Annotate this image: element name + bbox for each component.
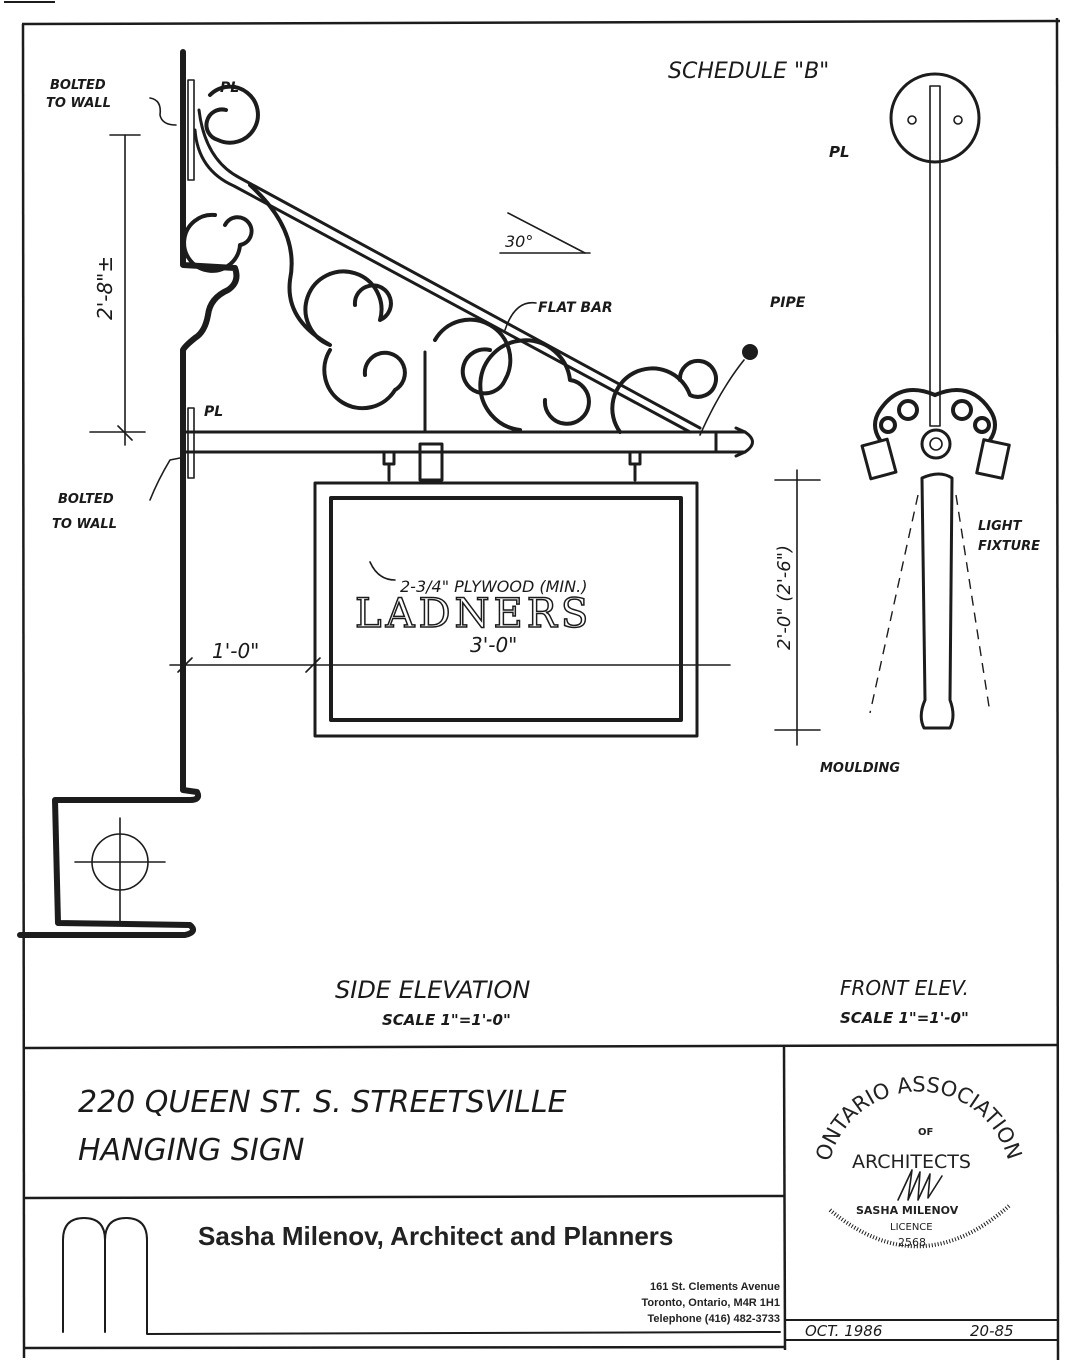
plywood-note: 2-3/4" PLYWOOD (MIN.) [400,577,587,596]
seal-architects: ARCHITECTS [852,1151,971,1173]
leader-arrow-icon [149,457,181,501]
drawing-number: 20-85 [970,1322,1014,1340]
flat-bar-label: FLAT BAR [538,300,613,316]
signature [897,1169,943,1201]
bracket-height-dimension: 2'-8"± [93,256,117,320]
light-fixture-right [975,438,1011,480]
front-elevation: PL LIGHT FIXTURE MOULDING FRONT ELEV. SC… [820,72,1040,1027]
side-elevation-title: SIDE ELEVATION [335,976,530,1004]
leader-arrow-icon [504,301,537,331]
bolted-to-wall-top-2: TO WALL [46,96,111,111]
bolted-to-wall-bottom-2: TO WALL [52,517,117,532]
svg-text:30°: 30° [505,232,533,251]
firm-address-1: 161 St. Clements Avenue [650,1281,780,1293]
sheet-border [4,1,1061,1361]
light-fixture-label-2: FIXTURE [978,539,1040,554]
architect-seal: ONTARIO ASSOCIATION OF ARCHITECTS SASHA … [811,1073,1026,1249]
support-pipe [184,426,754,458]
side-elevation: LADNERS 2-3/4" PLYWOOD (MIN.) 3'-0" 2'-8… [17,49,821,1029]
plate-top-label: PL [220,80,239,96]
pipe-label: PIPE [770,295,806,311]
light-beams [869,494,991,714]
firm-name: Sasha Milenov, Architect and Planners [198,1221,673,1251]
project-description: HANGING SIGN [78,1133,304,1168]
firm-address-2: Toronto, Ontario, M4R 1H1 [641,1297,780,1309]
front-elevation-title: FRONT ELEV. [840,976,969,1000]
pipe-section-icon [742,344,758,360]
side-elevation-scale: SCALE 1"=1'-0" [382,1011,511,1029]
flat-bar [197,108,702,430]
wall-rosette [889,72,981,164]
firm-telephone: Telephone (416) 482-3733 [648,1313,780,1325]
seal-name: SASHA MILENOV [856,1204,959,1217]
front-plate-label: PL [829,143,850,161]
light-fixture-left [860,437,898,481]
seal-licence-label: LICENCE [890,1222,933,1233]
sign-hangers [382,442,642,482]
leader-arrow-icon [149,97,177,126]
title-block: 220 QUEEN ST. S. STREETSVILLE HANGING SI… [23,1043,1059,1351]
firm-logo-icon [62,1217,781,1335]
sign-board: LADNERS 2-3/4" PLYWOOD (MIN.) 3'-0" [313,481,699,738]
angle-indicator: 30° [499,212,591,254]
drawing-date: OCT. 1986 [805,1322,882,1340]
wall-plate-bottom [187,407,195,479]
front-elevation-scale: SCALE 1"=1'-0" [840,1009,969,1027]
sign-lettering: LADNERS [355,591,592,637]
sign-width-dimension: 3'-0" [470,633,517,657]
center-knob [920,428,952,460]
sign-edge [919,472,955,730]
offset-dimension: 1'-0" [212,639,259,663]
moulding-label: MOULDING [820,761,900,776]
hanging-rod [929,85,941,427]
project-address: 220 QUEEN ST. S. STREETSVILLE [78,1085,567,1120]
seal-of: OF [918,1127,933,1138]
plate-bottom-label: PL [204,404,223,420]
scrollwork [182,84,718,434]
schedule-label: SCHEDULE "B" [668,59,829,84]
light-fixture-label-1: LIGHT [978,519,1023,534]
dimension-lines [89,134,821,746]
wall-profile [17,49,240,938]
sign-height-dimension: 2'-0" (2'-6") [774,545,795,650]
wall-plate-top [187,79,195,181]
bolted-to-wall-top-1: BOLTED [50,78,106,93]
bolted-to-wall-bottom-1: BOLTED [58,492,114,507]
front-scrollwork [873,388,997,442]
column-centerline-symbol [74,817,166,926]
